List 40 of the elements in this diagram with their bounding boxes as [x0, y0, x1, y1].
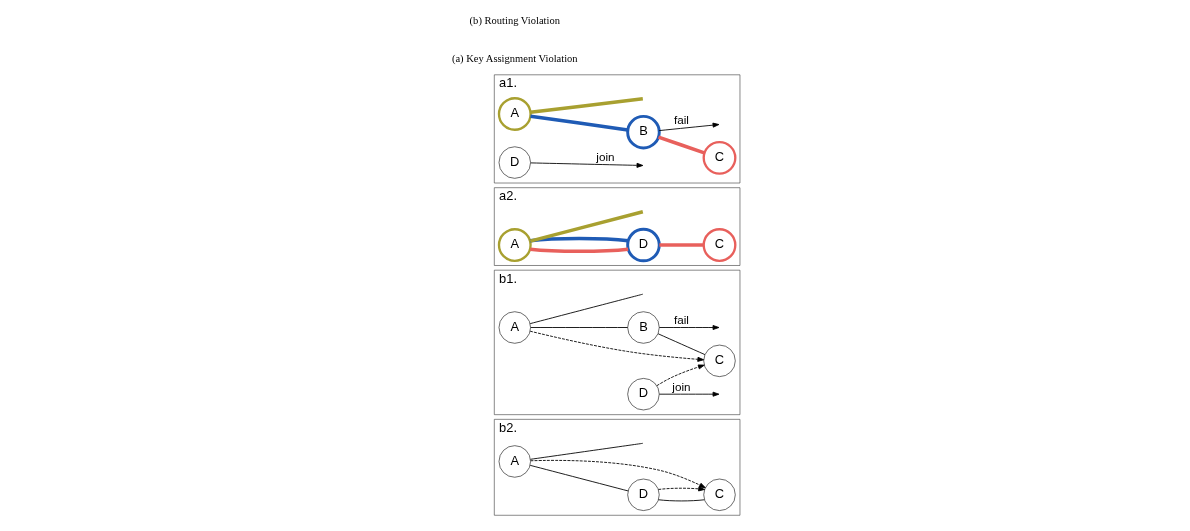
- connector: [657, 499, 705, 502]
- node-circle: A: [498, 445, 531, 478]
- node-circle: C: [702, 344, 736, 377]
- node-circle: B: [626, 311, 660, 344]
- connector: [529, 97, 643, 114]
- node-circle: D: [626, 478, 660, 511]
- arrow: [657, 486, 705, 492]
- edge-label: fail: [673, 312, 689, 326]
- edge-label: fail: [673, 112, 689, 126]
- connector: [529, 442, 643, 460]
- node-circle: C: [702, 228, 736, 262]
- arrow: [658, 391, 719, 397]
- arrow: [529, 330, 704, 362]
- arrow: [658, 122, 719, 132]
- arrow: [658, 325, 719, 330]
- node-circle: D: [498, 146, 531, 179]
- connector: [529, 464, 629, 492]
- node-circle: B: [625, 114, 661, 150]
- node-circle: C: [702, 478, 736, 511]
- connector: [529, 247, 628, 253]
- node-circle: D: [625, 227, 661, 263]
- connector: [529, 293, 643, 325]
- connector: [658, 243, 704, 247]
- node-circle: C: [702, 140, 736, 175]
- edge-label: join: [671, 379, 691, 393]
- node-circle: A: [497, 228, 532, 262]
- arrow: [655, 364, 705, 387]
- edge-label: join: [595, 150, 615, 164]
- label: (a) Key Assignment Violation: [451, 53, 578, 65]
- connector: [657, 135, 705, 155]
- node-circle: A: [498, 311, 531, 344]
- label: (b) Routing Violation: [469, 15, 560, 27]
- connector: [657, 333, 705, 356]
- arrow: [529, 162, 643, 168]
- connector: [529, 210, 643, 243]
- node-circle: A: [497, 97, 532, 131]
- connector: [529, 114, 628, 132]
- node-circle: D: [626, 378, 660, 411]
- arrow: [529, 459, 706, 489]
- connector: [529, 327, 628, 328]
